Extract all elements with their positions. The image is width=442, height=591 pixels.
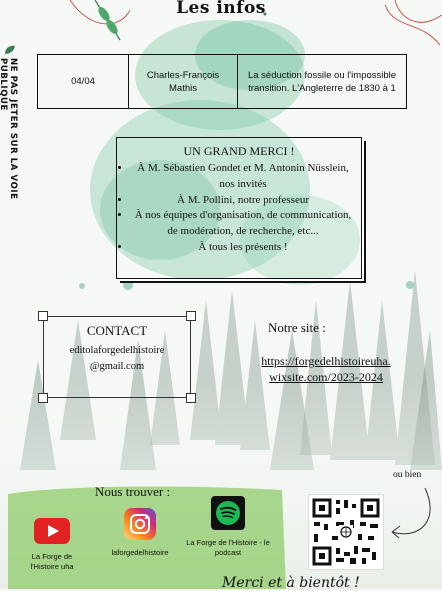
thanks-list: À M. Sébastien Gondet et M. Antonin Nüss… — [117, 161, 361, 256]
youtube-icon — [34, 518, 70, 544]
list-item: À M. Sébastien Gondet et M. Antonin Nüss… — [131, 161, 355, 193]
footer-text: Merci et à bientôt ! — [222, 575, 360, 591]
side-notice: NE PAS JETER SUR LA VOIE PUBLIQUE — [0, 58, 18, 200]
schedule-talk: La séduction fossile ou l'impossible tra… — [237, 54, 407, 109]
thanks-box: UN GRAND MERCI ! À M. Sébastien Gondet e… — [116, 137, 362, 279]
table-row: 04/04 Charles-François Mathis La séducti… — [37, 54, 407, 109]
contact-box: CONTACT editolaforgedelhistoire @gmail.c… — [38, 311, 196, 403]
site-link[interactable]: https://forgedelhistoireuha. wixsite.com… — [236, 353, 416, 385]
frame-corner — [38, 311, 48, 321]
contact-title: CONTACT — [86, 323, 148, 338]
qr-hint: ou bien — [393, 470, 422, 480]
schedule-date: 04/04 — [37, 54, 129, 109]
schedule-table: 04/04 Charles-François Mathis La séducti… — [37, 54, 407, 109]
email-line-1: editolaforgedelhistoire — [69, 345, 165, 356]
contact-email[interactable]: editolaforgedelhistoire @gmail.com — [44, 343, 190, 374]
list-item: À M. Pollini, notre professeur — [131, 193, 355, 209]
list-item: À tous les présents ! — [131, 240, 355, 256]
instagram-icon — [124, 508, 156, 540]
qr-code[interactable] — [308, 494, 384, 570]
spotify-icon — [211, 496, 245, 530]
site-url-line-2: wixsite.com/2023-2024 — [269, 370, 383, 384]
thanks-title: UN GRAND MERCI ! — [183, 144, 295, 158]
spotify-link[interactable]: La Forge de l'Histoire - le podcast — [186, 496, 270, 558]
youtube-link[interactable]: La Forge de l'Histoire uha — [22, 518, 82, 572]
leaf-branch — [94, 0, 121, 41]
email-line-2: @gmail.com — [89, 360, 145, 372]
frame-corner — [186, 393, 196, 403]
instagram-label: laforgedelhistoire — [111, 548, 169, 557]
find-us-title: Nous trouver : — [95, 484, 171, 499]
schedule-speaker: Charles-François Mathis — [128, 54, 238, 109]
page-title: Les infos — [176, 0, 266, 18]
site-url-line-1: https://forgedelhistoireuha. — [261, 354, 391, 368]
leaf-icon — [5, 45, 15, 54]
decorative-red-lines — [69, 0, 442, 46]
site-label: Notre site : — [268, 320, 326, 335]
list-item: À nos équipes d'organisation, de communi… — [131, 208, 355, 240]
spotify-label: La Forge de l'Histoire - le podcast — [186, 538, 270, 557]
frame-corner — [38, 393, 48, 403]
youtube-label: La Forge de l'Histoire uha — [30, 552, 74, 571]
qr-code-icon — [309, 495, 383, 569]
frame-corner — [186, 311, 196, 321]
instagram-link[interactable]: laforgedelhistoire — [104, 508, 176, 558]
